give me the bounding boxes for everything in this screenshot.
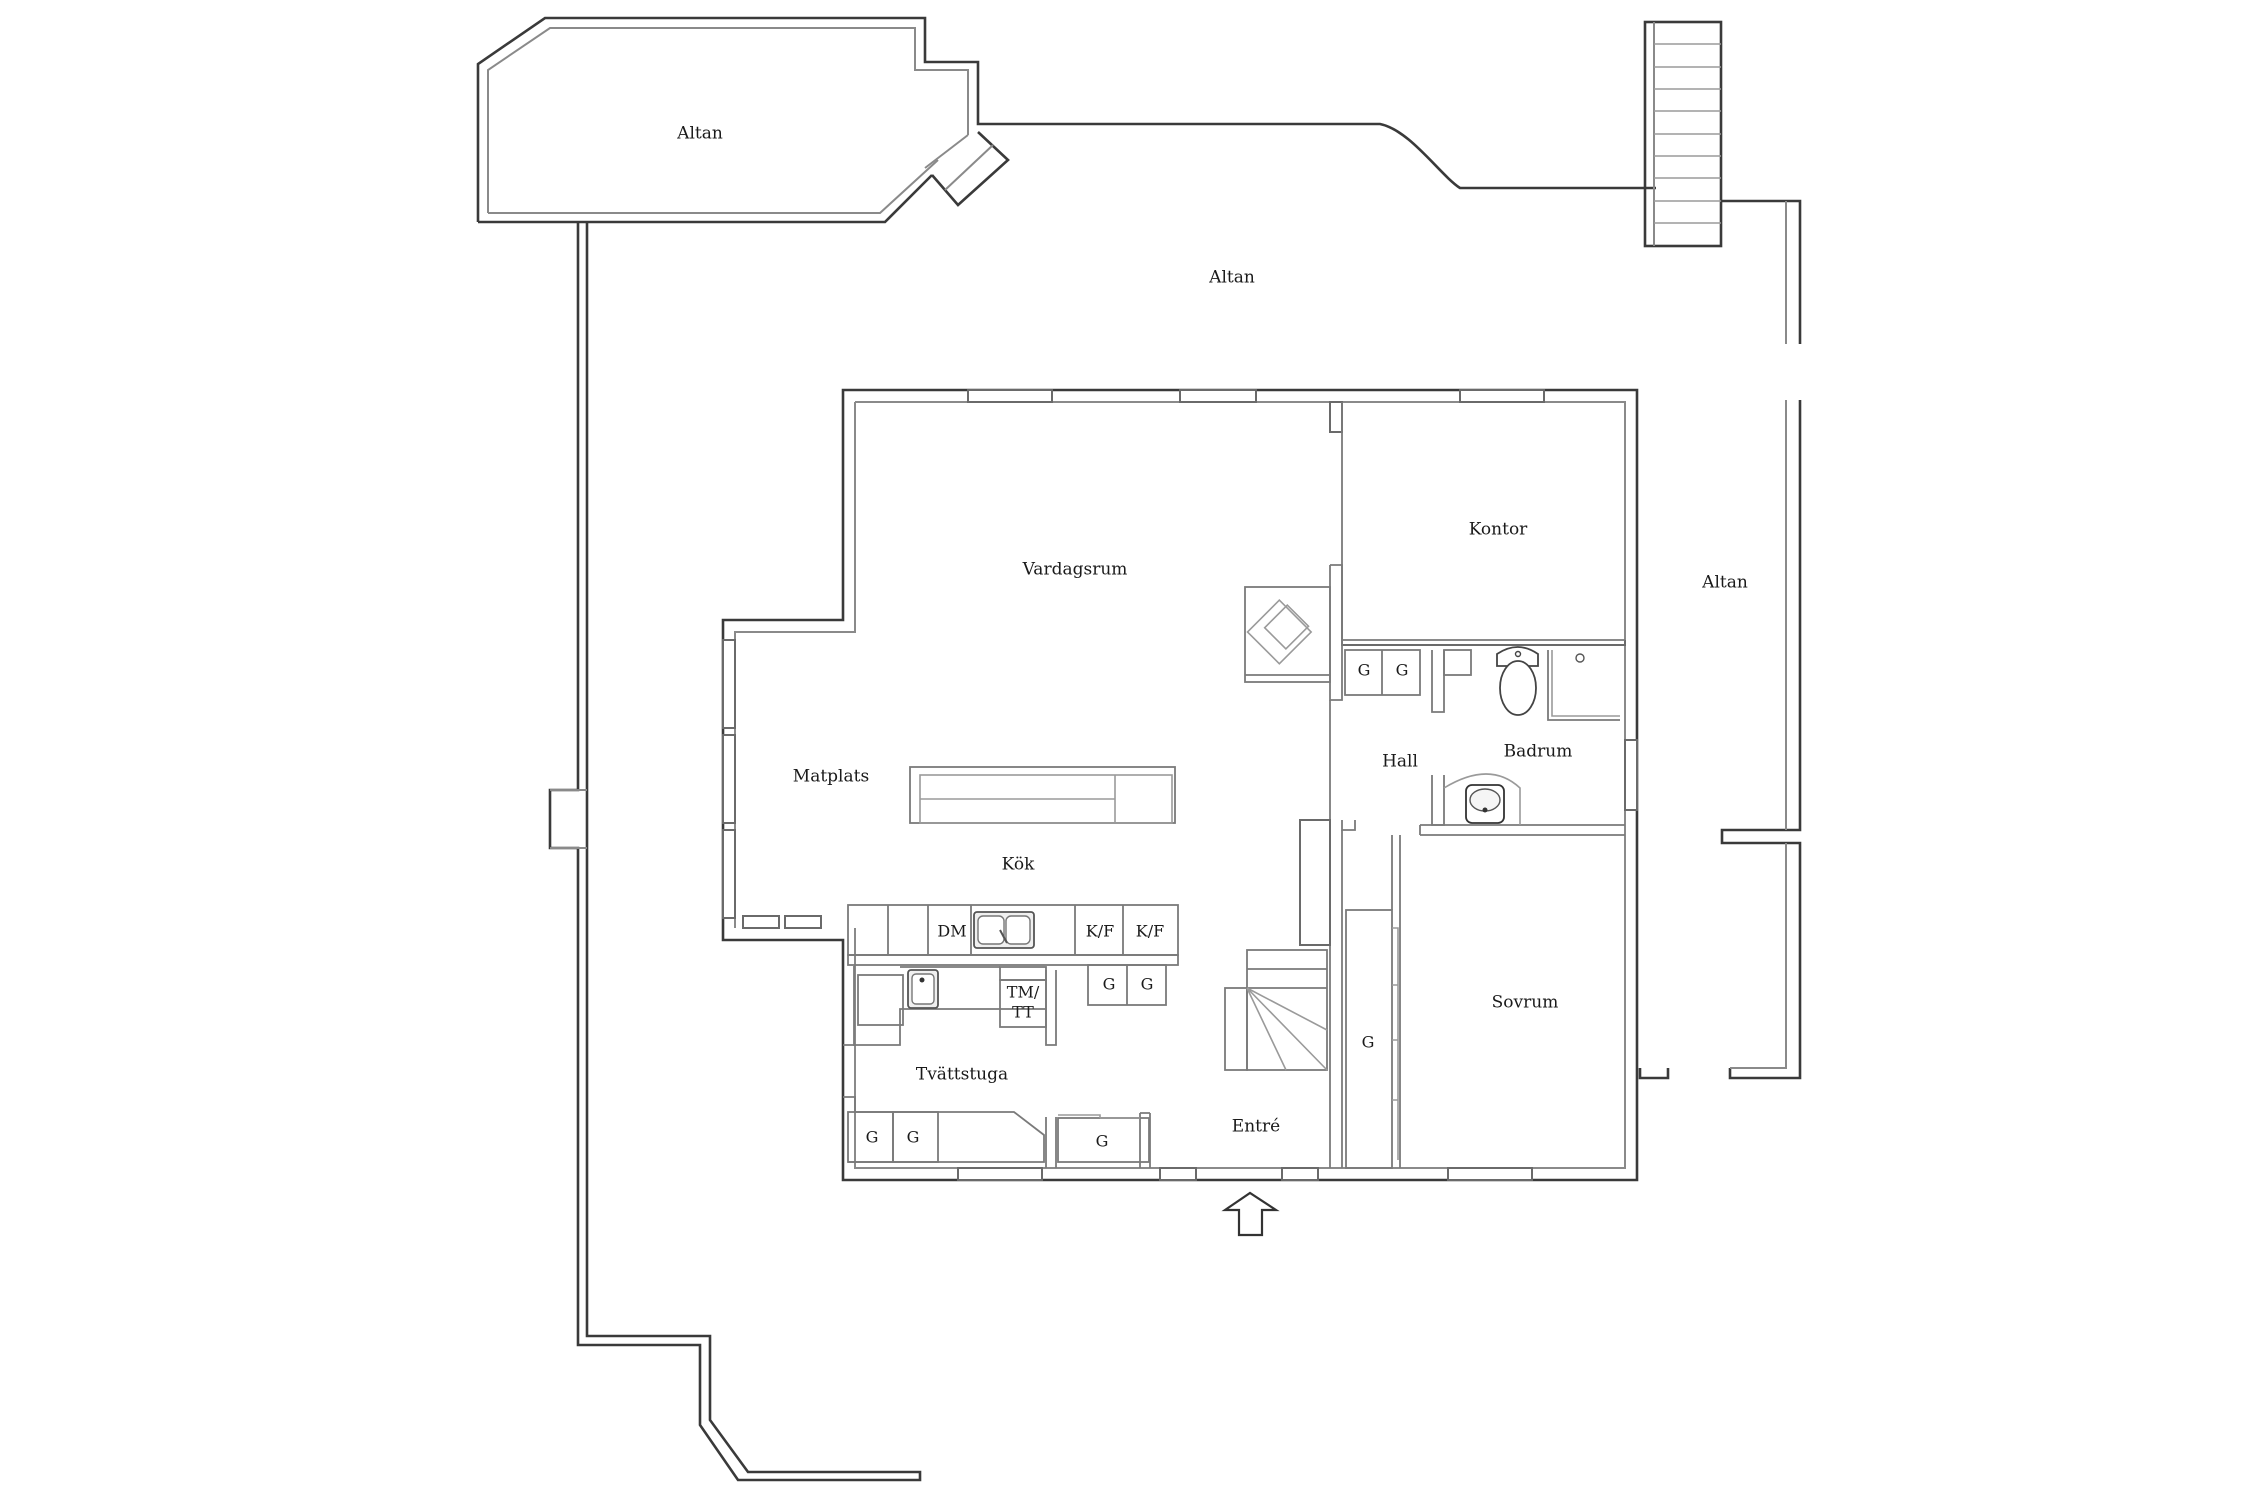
label-cabinet: G — [1103, 975, 1116, 994]
label-cabinet: G — [1096, 1132, 1109, 1151]
hall-wardrobe — [1344, 649, 1472, 696]
fixture-labels: DM K/F K/F TM/ TT G G G G G G G G — [866, 661, 1409, 1151]
label-cabinet: G — [1396, 661, 1409, 680]
interior-staircase — [1224, 949, 1328, 1071]
label-altan-northwest: Altan — [676, 124, 723, 144]
label-matplats: Matplats — [793, 767, 869, 787]
terrace-northwest — [476, 16, 1656, 224]
label-cabinet: G — [907, 1128, 920, 1147]
terrace-east — [1638, 20, 1802, 1080]
entrance-arrow-icon — [1221, 1191, 1280, 1237]
label-altan-east: Altan — [1701, 573, 1748, 593]
toilet-icon — [1496, 646, 1539, 716]
label-tvattstuga: Tvättstuga — [916, 1065, 1008, 1085]
label-kontor: Kontor — [1469, 520, 1528, 540]
interior-walls — [843, 401, 1626, 1169]
terrace-west-edge — [548, 222, 922, 1482]
label-badrum: Badrum — [1504, 742, 1573, 762]
label-cabinet: G — [1141, 975, 1154, 994]
label-washer-line2: TT — [1012, 1003, 1034, 1022]
utility-sink-icon — [907, 969, 939, 1009]
label-sovrum: Sovrum — [1492, 993, 1559, 1013]
label-kok: Kök — [1002, 855, 1035, 875]
label-washer-line1: TM/ — [1007, 983, 1040, 1002]
label-cabinet: G — [866, 1128, 879, 1147]
label-altan-north: Altan — [1208, 268, 1255, 288]
label-wardrobe: G — [1362, 1033, 1375, 1052]
label-vardagsrum: Vardagsrum — [1022, 560, 1128, 580]
label-cabinet: G — [1358, 661, 1371, 680]
washbasin-icon — [1443, 773, 1521, 825]
laundry-bottom-cabinets — [843, 1096, 1150, 1163]
kitchen-counter — [847, 904, 1179, 966]
armchair-icon — [1244, 586, 1331, 683]
laundry-counter — [853, 964, 1167, 1046]
double-sink-icon — [973, 911, 1035, 949]
label-fridge-2: K/F — [1136, 922, 1164, 941]
house-exterior — [721, 388, 1639, 1182]
label-hall: Hall — [1382, 752, 1418, 772]
label-fridge-1: K/F — [1086, 922, 1114, 941]
shower-icon — [1547, 650, 1620, 721]
label-dishwasher: DM — [937, 922, 966, 941]
sofa-icon — [909, 766, 1176, 824]
room-labels: Altan Altan Altan Vardagsrum Kontor Matp… — [676, 124, 1748, 1137]
label-entre: Entré — [1232, 1117, 1280, 1137]
